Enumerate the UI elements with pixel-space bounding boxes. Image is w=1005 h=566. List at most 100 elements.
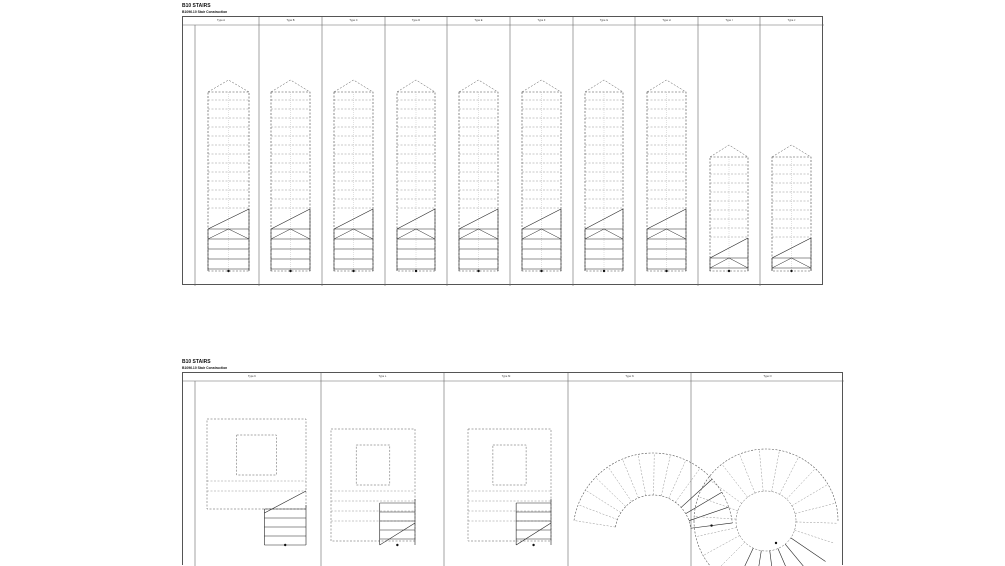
- u-stair-plan: [467, 428, 552, 547]
- panel-label: Type M: [501, 375, 511, 378]
- spiral-stair-tread: [784, 543, 804, 566]
- spiral-stair-tread: [721, 463, 748, 498]
- u-stair-outline: [467, 428, 552, 542]
- stair-arrow: [396, 228, 436, 240]
- sheet-2-drawing: [183, 373, 844, 566]
- stair-break-line: [771, 237, 812, 259]
- stair-start-dot: [602, 269, 606, 273]
- stair-top-chevron: [396, 79, 436, 93]
- curved-stair-edge: [573, 452, 733, 524]
- spiral-stair-outer-edge: [693, 448, 839, 522]
- panel-label: Type H: [662, 19, 671, 22]
- spiral-stair-tread: [758, 550, 762, 566]
- stair-start-dot: [540, 269, 543, 273]
- stair-start-dot: [352, 269, 355, 273]
- curved-stair-tread: [585, 489, 622, 513]
- u-stair-outline: [330, 428, 416, 542]
- stair-start-dot: [289, 269, 292, 273]
- stair-top-chevron: [771, 144, 812, 158]
- panel-label: Type F: [537, 19, 546, 22]
- stair-top-chevron: [709, 144, 749, 158]
- stair-plan: [458, 79, 499, 273]
- spiral-stair-core: [735, 490, 797, 552]
- curved-stair-plan: [573, 452, 733, 529]
- sheet-1-title: B10 STAIRS: [182, 3, 211, 9]
- panel-label: Type C: [349, 19, 358, 22]
- stair-break-line: [458, 208, 499, 230]
- stair-plan: [521, 79, 562, 273]
- curved-stair-tread: [573, 520, 616, 528]
- curved-stair-edge: [615, 494, 691, 529]
- u-stair-well: [355, 444, 391, 486]
- u-stair-start-dot: [284, 543, 287, 547]
- u-stair-plan: [330, 428, 416, 547]
- stair-break-line: [521, 208, 562, 230]
- curved-stair-tread: [622, 459, 639, 498]
- stair-arrow: [771, 257, 812, 269]
- spiral-stair-tread: [698, 496, 738, 512]
- spiral-stair-tread: [769, 550, 772, 566]
- stair-break-line: [584, 208, 624, 230]
- curved-stair-tread: [675, 468, 701, 503]
- stair-break-line: [396, 208, 436, 230]
- panel-label: Type K: [247, 375, 257, 378]
- curved-stair-tread: [607, 466, 632, 502]
- spiral-stair-tread: [779, 456, 799, 495]
- u-stair-outline: [206, 418, 307, 510]
- curved-stair-tread: [685, 492, 723, 514]
- spiral-stair-tread: [744, 548, 754, 566]
- stair-start-dot: [665, 269, 668, 273]
- curved-stair-tread: [578, 504, 618, 520]
- curved-stair-tread: [653, 453, 655, 496]
- spiral-stair-tread: [694, 516, 737, 520]
- stair-top-chevron: [458, 79, 499, 93]
- stair-start-dot: [414, 269, 418, 273]
- u-stair-break-line: [379, 522, 416, 546]
- sheet-1-drawing: [183, 17, 824, 286]
- curved-stair-tread: [595, 477, 626, 507]
- curved-stair-tread: [637, 454, 647, 496]
- curved-stair-tread: [661, 454, 671, 496]
- stair-arrow: [207, 228, 250, 240]
- stair-start-dot: [227, 269, 230, 273]
- stair-plan: [709, 144, 749, 273]
- spiral-stair-tread: [777, 548, 786, 566]
- stair-arrow: [709, 257, 749, 269]
- stair-top-chevron: [270, 79, 311, 93]
- stair-start-dot: [727, 269, 731, 273]
- spiral-stair-tread: [707, 478, 742, 504]
- stair-plan: [584, 79, 624, 273]
- spiral-stair-plan: [693, 448, 839, 566]
- curved-stair-tread: [668, 460, 687, 499]
- stair-arrow: [584, 228, 624, 240]
- spiral-stair-tread: [791, 484, 829, 506]
- panel-label: Type D: [411, 19, 421, 22]
- stair-top-chevron: [646, 79, 687, 93]
- stair-top-chevron: [333, 79, 374, 93]
- stair-plan: [207, 79, 250, 273]
- spiral-stair-outer-edge-lower: [693, 520, 711, 566]
- u-stair-break-line: [264, 490, 307, 514]
- panel-label: Type E: [474, 19, 483, 22]
- stair-plan: [771, 144, 812, 273]
- stair-break-line: [646, 208, 687, 230]
- spiral-stair-tread: [771, 450, 780, 492]
- sheet-1-subtitle: B1096.10 Stair Construction: [182, 10, 228, 14]
- spiral-stair-tread: [795, 521, 838, 524]
- sheet-2-subtitle: B1096.10 Stair Construction: [182, 366, 228, 370]
- curved-stair-tread: [680, 478, 713, 508]
- curved-stair-tread: [688, 506, 729, 521]
- spiral-stair-tread: [695, 527, 737, 537]
- sheet-2-title: B10 STAIRS: [182, 359, 211, 365]
- spiral-stair-tread: [795, 502, 836, 514]
- spiral-stair-tread: [739, 453, 756, 494]
- spiral-stair-tread: [759, 449, 764, 492]
- u-stair-start-dot: [396, 543, 399, 547]
- stair-break-line: [270, 208, 311, 230]
- stair-top-chevron: [584, 79, 624, 93]
- panel-label: Type A: [217, 19, 225, 22]
- panel-label: Type G: [599, 19, 609, 22]
- panel-label: Type N: [625, 375, 634, 378]
